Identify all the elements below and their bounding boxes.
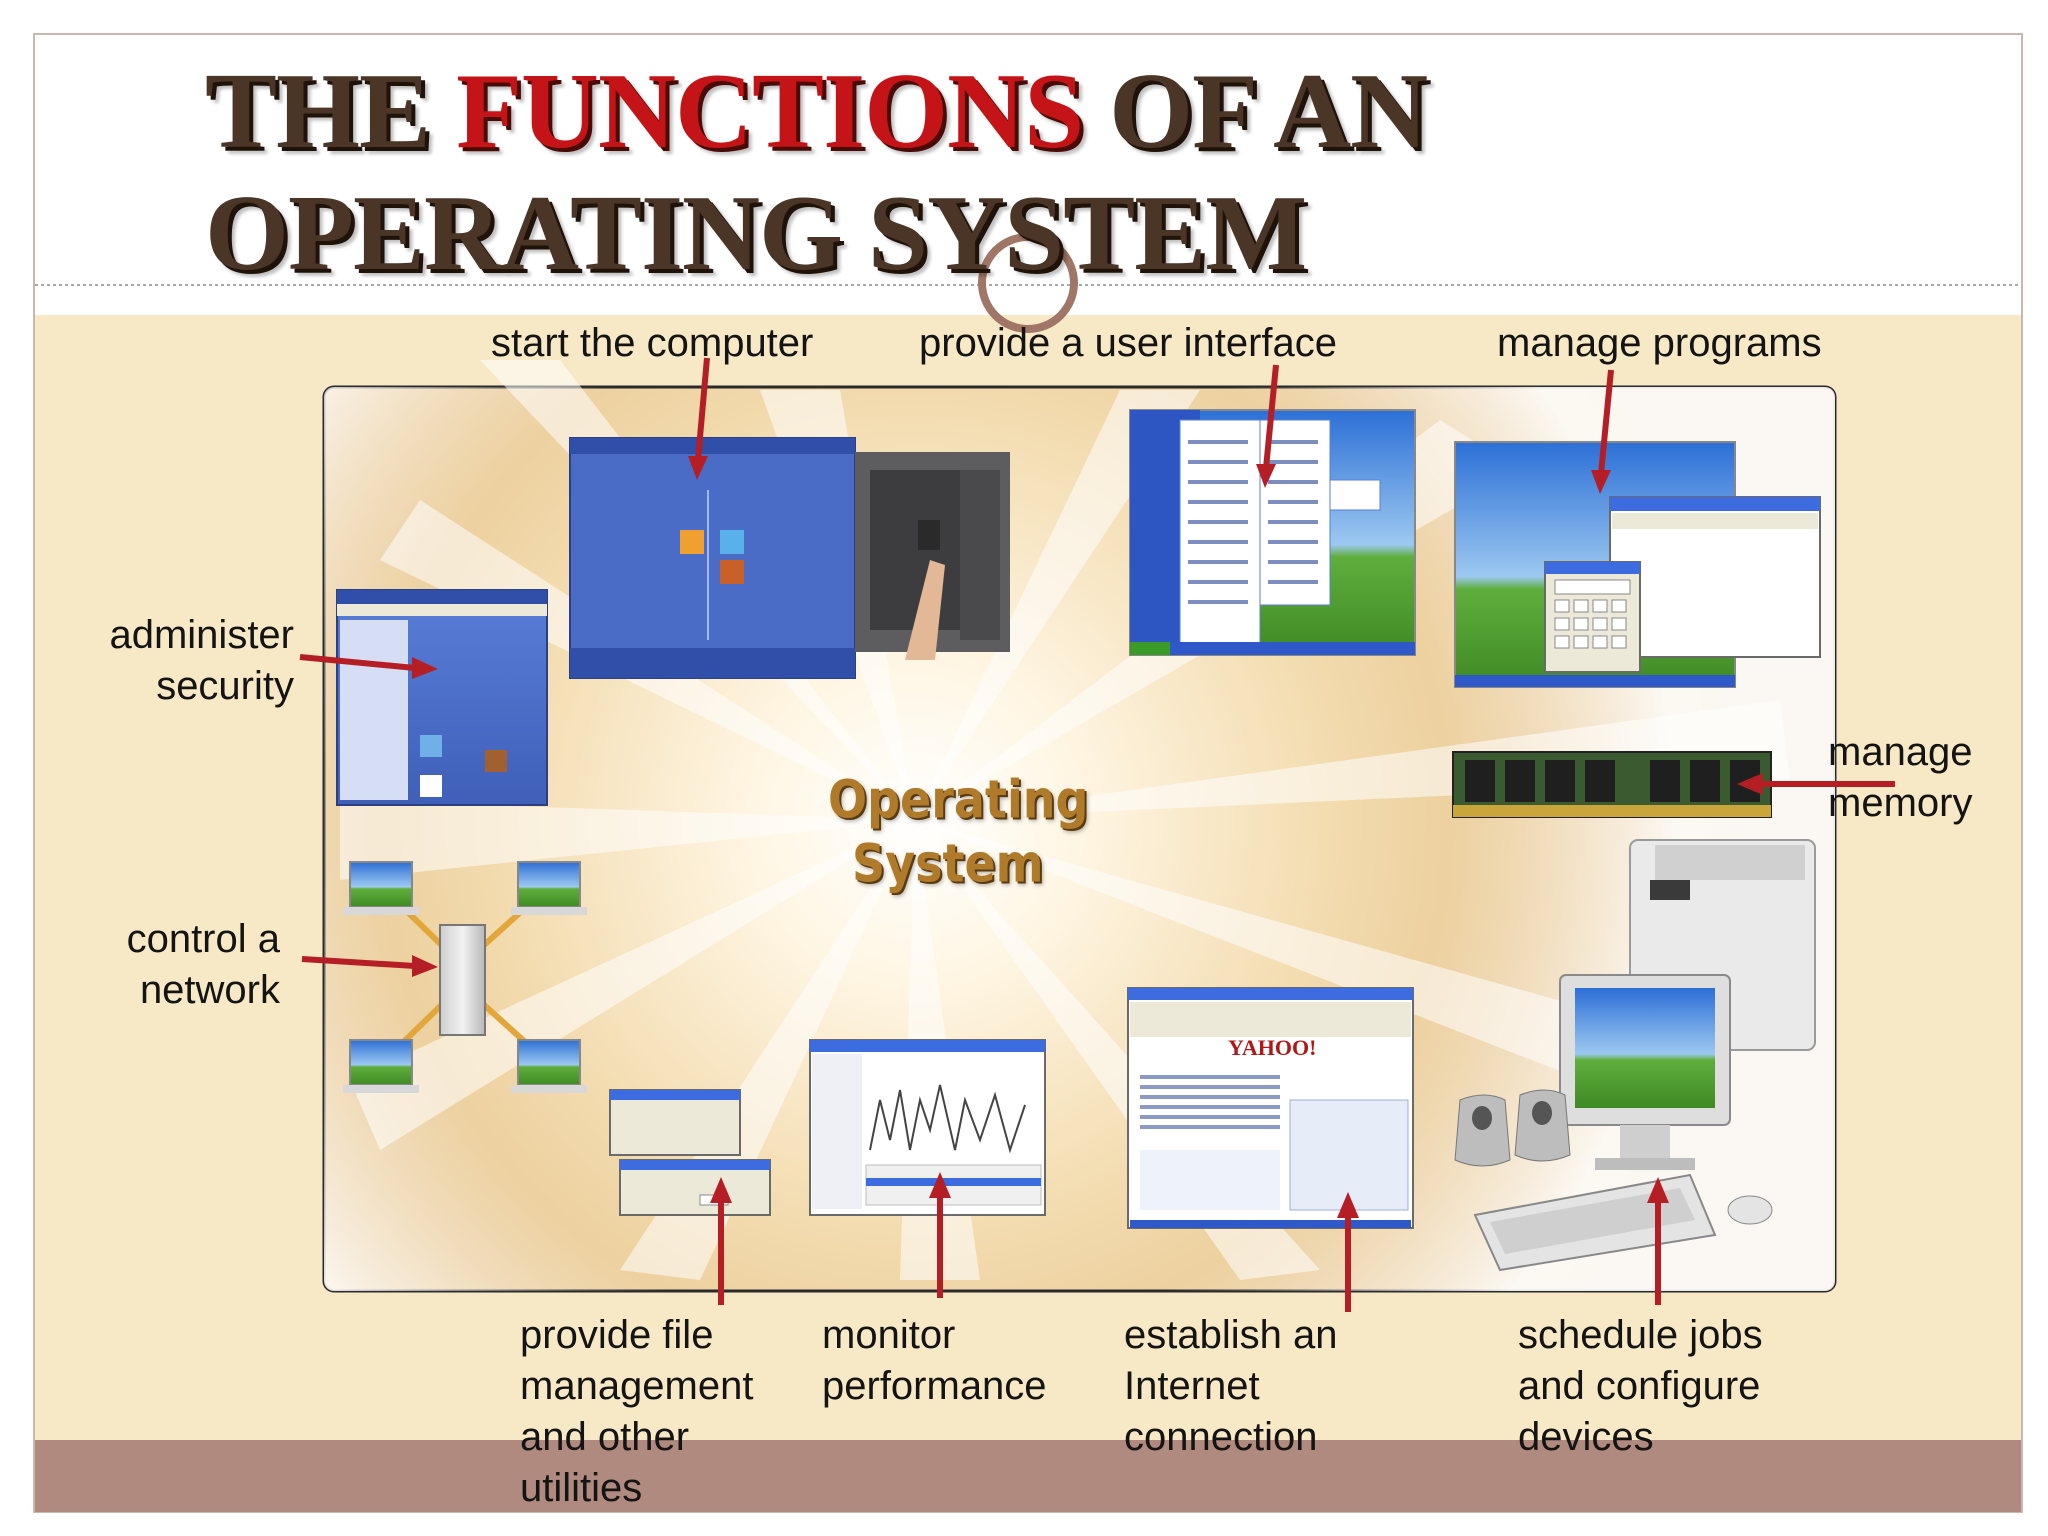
label-line: provide file bbox=[520, 1313, 714, 1357]
label-provide-user-interface: provide a user interface bbox=[919, 321, 1338, 365]
label-control-network: control a network bbox=[80, 914, 280, 1016]
yahoo-logo: YAHOO! bbox=[1228, 1035, 1316, 1060]
label-line: establish an bbox=[1124, 1313, 1338, 1357]
start-menu-image bbox=[1129, 409, 1416, 656]
file-dialog-image bbox=[609, 1089, 771, 1216]
label-line: security bbox=[156, 664, 294, 708]
label-line: connection bbox=[1124, 1415, 1318, 1459]
label-establish-internet: establish an Internet connection bbox=[1124, 1310, 1337, 1463]
label-line: memory bbox=[1828, 781, 1973, 825]
speakers-image bbox=[1454, 1089, 1571, 1167]
memory-module-image bbox=[1452, 751, 1772, 818]
performance-monitor-image bbox=[809, 1039, 1046, 1216]
label-provide-file-management: provide file management and other utilit… bbox=[520, 1310, 753, 1514]
arrow-start bbox=[695, 357, 710, 461]
arrow-network bbox=[301, 956, 416, 969]
label-line: management bbox=[520, 1364, 754, 1408]
user-accounts-image bbox=[336, 589, 548, 806]
label-line: schedule jobs bbox=[1518, 1313, 1763, 1357]
label-line: network bbox=[139, 968, 280, 1012]
label-line: Internet bbox=[1124, 1364, 1260, 1408]
label-line: control a bbox=[126, 917, 280, 961]
monitor-image bbox=[1559, 974, 1731, 1170]
power-button-photo bbox=[855, 452, 1010, 660]
accent-ring bbox=[978, 233, 1078, 333]
arrow-security bbox=[299, 654, 416, 671]
label-monitor-performance: monitor performance bbox=[822, 1310, 1047, 1412]
label-administer-security: administer security bbox=[80, 610, 294, 712]
label-line: utilities bbox=[520, 1466, 643, 1510]
arrow-programs bbox=[1598, 369, 1614, 475]
center-label-operating: Operating bbox=[828, 767, 1089, 831]
label-line: manage bbox=[1828, 730, 1973, 774]
center-label-system: System bbox=[852, 831, 1044, 895]
desktop-programs-image bbox=[1454, 441, 1821, 688]
slide-title-line1: THE FUNCTIONS OF AN bbox=[205, 58, 1428, 166]
title-highlight-functions: FUNCTIONS bbox=[456, 52, 1084, 171]
label-start-the-computer: start the computer bbox=[491, 321, 814, 365]
label-line: and configure bbox=[1518, 1364, 1761, 1408]
label-line: devices bbox=[1518, 1415, 1654, 1459]
title-part-of-an: OF AN bbox=[1083, 52, 1428, 171]
slide-title-line2: OPERATING SYSTEM bbox=[205, 174, 1307, 293]
footer-band bbox=[35, 1440, 2021, 1512]
browser-window-image: YAHOO! bbox=[1127, 987, 1414, 1229]
label-schedule-jobs: schedule jobs and configure devices bbox=[1518, 1310, 1763, 1463]
arrow-ui bbox=[1263, 364, 1279, 469]
welcome-screen-image bbox=[569, 437, 856, 679]
network-computers bbox=[343, 861, 587, 1093]
label-line: performance bbox=[822, 1364, 1047, 1408]
label-line: administer bbox=[109, 613, 294, 657]
arrows bbox=[299, 357, 1895, 1312]
label-line: monitor bbox=[822, 1313, 956, 1357]
label-line: and other bbox=[520, 1415, 690, 1459]
title-part-the: THE bbox=[205, 52, 457, 171]
label-manage-programs: manage programs bbox=[1497, 321, 1822, 365]
label-manage-memory: manage memory bbox=[1828, 727, 1973, 829]
